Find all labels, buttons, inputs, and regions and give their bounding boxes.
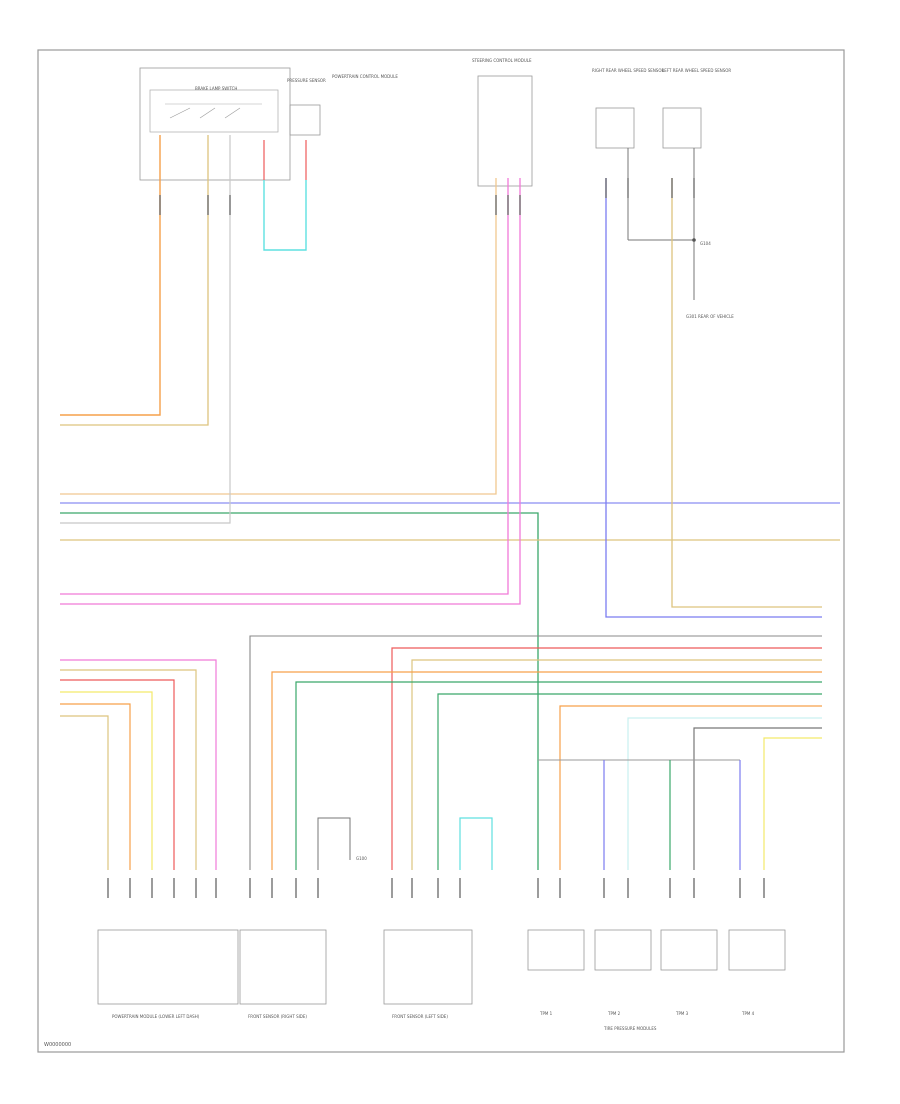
steering-module-component: STEERING CONTROL MODULE [472, 58, 533, 187]
wire-blue-rear [605, 178, 822, 618]
wire-pink-b [60, 178, 521, 605]
pressure-sensor-label: PRESSURE SENSOR [287, 78, 326, 83]
front-sensor-right-box: FRONT SENSOR (RIGHT SIDE) [239, 929, 327, 1019]
wire-yellow [763, 737, 822, 870]
tpm-3-label: TPM 3 [675, 1011, 689, 1016]
wire-orange-c [559, 705, 822, 870]
front-sensor-right-label: FRONT SENSOR (RIGHT SIDE) [248, 1014, 307, 1019]
wire-cyan-loop [263, 180, 307, 251]
pcm-note-label: POWERTRAIN CONTROL MODULE [332, 74, 398, 79]
wire-tan-e [60, 669, 197, 870]
tpm-box-2 [594, 929, 652, 971]
diagram-frame [37, 49, 845, 1053]
wire-orange [60, 135, 161, 416]
wire-green-c [437, 693, 822, 870]
ground-b-label: G104 [700, 241, 711, 246]
ground-g100-wire [317, 817, 351, 870]
brake-switch-component: BRAKE LAMP SWITCH [139, 67, 291, 181]
brake-switch-label: BRAKE LAMP SWITCH [195, 86, 237, 91]
steering-module-label: STEERING CONTROL MODULE [472, 58, 532, 63]
tpm-4-label: TPM 4 [741, 1011, 755, 1016]
front-sensor-left-label: FRONT SENSOR (LEFT SIDE) [392, 1014, 448, 1019]
pressure-module-label: POWERTRAIN MODULE (LOWER LEFT DASH) [112, 1014, 200, 1019]
wire-tan-rear [671, 178, 822, 608]
wire-tan-b [60, 178, 497, 495]
rear-sensor-left-component: LEFT REAR WHEEL SPEED SENSOR [662, 68, 731, 149]
tpm-1-label: TPM 1 [539, 1011, 553, 1016]
wire-red-b [391, 647, 822, 870]
rear-sensor-left-label: LEFT REAR WHEEL SPEED SENSOR [662, 68, 731, 73]
rear-sensor-right-label: RIGHT REAR WHEEL SPEED SENSOR [592, 68, 664, 73]
wire-lightblue [627, 717, 822, 870]
wire-pink-a [60, 178, 509, 595]
wire-gray-b [249, 635, 822, 870]
ground-rear-label: G301 REAR OF VEHICLE [686, 314, 734, 319]
wire-gray-a [60, 135, 231, 524]
tpm-box-1 [527, 929, 585, 971]
wire-green-b [295, 681, 822, 870]
tpm-boxes: TPM 1 TPM 2 TPM 3 TPM 4 TIRE PRESSURE MO… [527, 929, 786, 1031]
tpm-box-3 [660, 929, 718, 971]
tpm-box-4 [728, 929, 786, 971]
wire-orange-d [60, 703, 131, 870]
wire-gray-c [693, 727, 822, 870]
wire-yellow-b [60, 691, 153, 870]
page-code: W0000000 [44, 1042, 71, 1048]
wire-tan-d [411, 659, 822, 870]
connector-ticks [107, 178, 765, 898]
tpm-2-label: TPM 2 [607, 1011, 621, 1016]
wire-tan-a [60, 135, 209, 426]
ground-a-label: G100 [356, 856, 367, 861]
wire-cyan-b [459, 817, 493, 870]
pressure-sensor-component: PRESSURE SENSOR POWERTRAIN CONTROL MODUL… [287, 74, 398, 136]
rear-sensor-right-component: RIGHT REAR WHEEL SPEED SENSOR [592, 68, 664, 149]
wire-orange-b [271, 671, 822, 870]
front-sensor-left-box: FRONT SENSOR (LEFT SIDE) [383, 929, 473, 1019]
wire-tan-f [60, 715, 109, 870]
pressure-module-box: POWERTRAIN MODULE (LOWER LEFT DASH) [97, 929, 239, 1019]
tpm-group-label: TIRE PRESSURE MODULES [603, 1026, 657, 1031]
ground-rear: G301 REAR OF VEHICLE [627, 148, 734, 319]
wire-green-bus [60, 512, 539, 870]
wire-red-c [60, 679, 175, 870]
wire-pink-c [60, 659, 217, 870]
